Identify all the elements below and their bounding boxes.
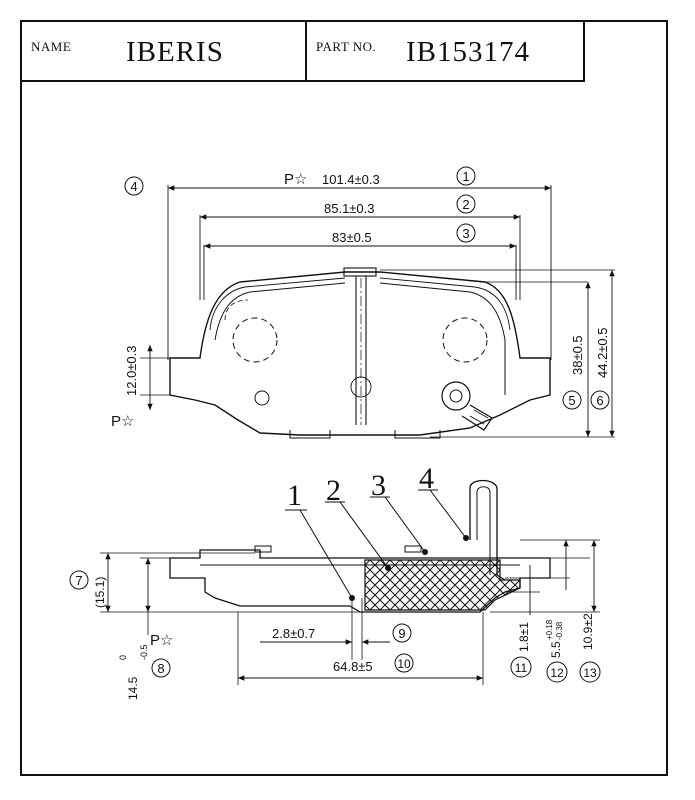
p-mark-side: P☆: [150, 632, 173, 649]
circ-13: 13: [583, 666, 597, 680]
circ-7: 7: [75, 573, 82, 588]
dim-2-label: 85.1±0.3: [324, 201, 375, 216]
dim-3-label: 83±0.5: [332, 230, 372, 245]
dim-8-tol: -0.5: [139, 644, 149, 660]
side-view: [100, 479, 600, 685]
circ-1: 1: [462, 169, 469, 184]
dim-12-tol-dn: -0.38: [555, 621, 564, 640]
circled-numbers-top: [124, 166, 610, 410]
circ-10: 10: [397, 657, 411, 671]
name-cell: NAME IBERIS: [22, 22, 307, 80]
dim-4-label: 12.0±0.3: [124, 345, 139, 396]
dim-12-tol-up: +0.18: [545, 619, 554, 640]
name-value: IBERIS: [126, 36, 224, 68]
dim-5-label: 38±0.5: [570, 335, 585, 375]
circ-8: 8: [157, 661, 164, 676]
circ-6: 6: [596, 393, 603, 408]
p-mark-left: P☆: [111, 413, 134, 430]
circ-12: 12: [550, 666, 564, 680]
dim-12-main: 5.5: [549, 641, 563, 658]
dim-1-label: 101.4±0.3: [322, 172, 380, 187]
circled-numbers-side: [69, 570, 601, 683]
circ-4: 4: [130, 179, 137, 194]
circ-3: 3: [462, 226, 469, 241]
top-view: [140, 185, 615, 439]
dim-10-label: 64.8±5: [333, 659, 373, 674]
dim-6-label: 44.2±0.5: [595, 327, 610, 378]
dim-13-label: 10.9±2: [581, 613, 595, 650]
circ-9: 9: [398, 626, 405, 641]
dim-11-label: 1.8±1: [517, 622, 531, 652]
circ-5: 5: [568, 393, 575, 408]
circ-2: 2: [462, 197, 469, 212]
dim-9-label: 2.8±0.7: [272, 626, 315, 641]
p-mark-top: P☆: [284, 171, 307, 188]
callout-4: 4: [419, 462, 434, 495]
callout-dots: [349, 535, 469, 601]
callout-3: 3: [371, 469, 386, 502]
dim-7-label: (15.1): [93, 577, 107, 608]
dim-8-tol0: 0: [118, 655, 128, 660]
callout-1: 1: [287, 479, 302, 512]
name-label: NAME: [31, 39, 72, 54]
circ-11: 11: [515, 661, 528, 675]
part-number-label: PART NO.: [316, 39, 377, 54]
title-block: NAME IBERIS PART NO. IB153174: [20, 20, 585, 82]
part-number-cell: PART NO. IB153174: [307, 22, 583, 80]
callout-2: 2: [326, 474, 341, 507]
part-number-value: IB153174: [406, 36, 530, 68]
dim-8-main: 14.5: [126, 676, 140, 700]
